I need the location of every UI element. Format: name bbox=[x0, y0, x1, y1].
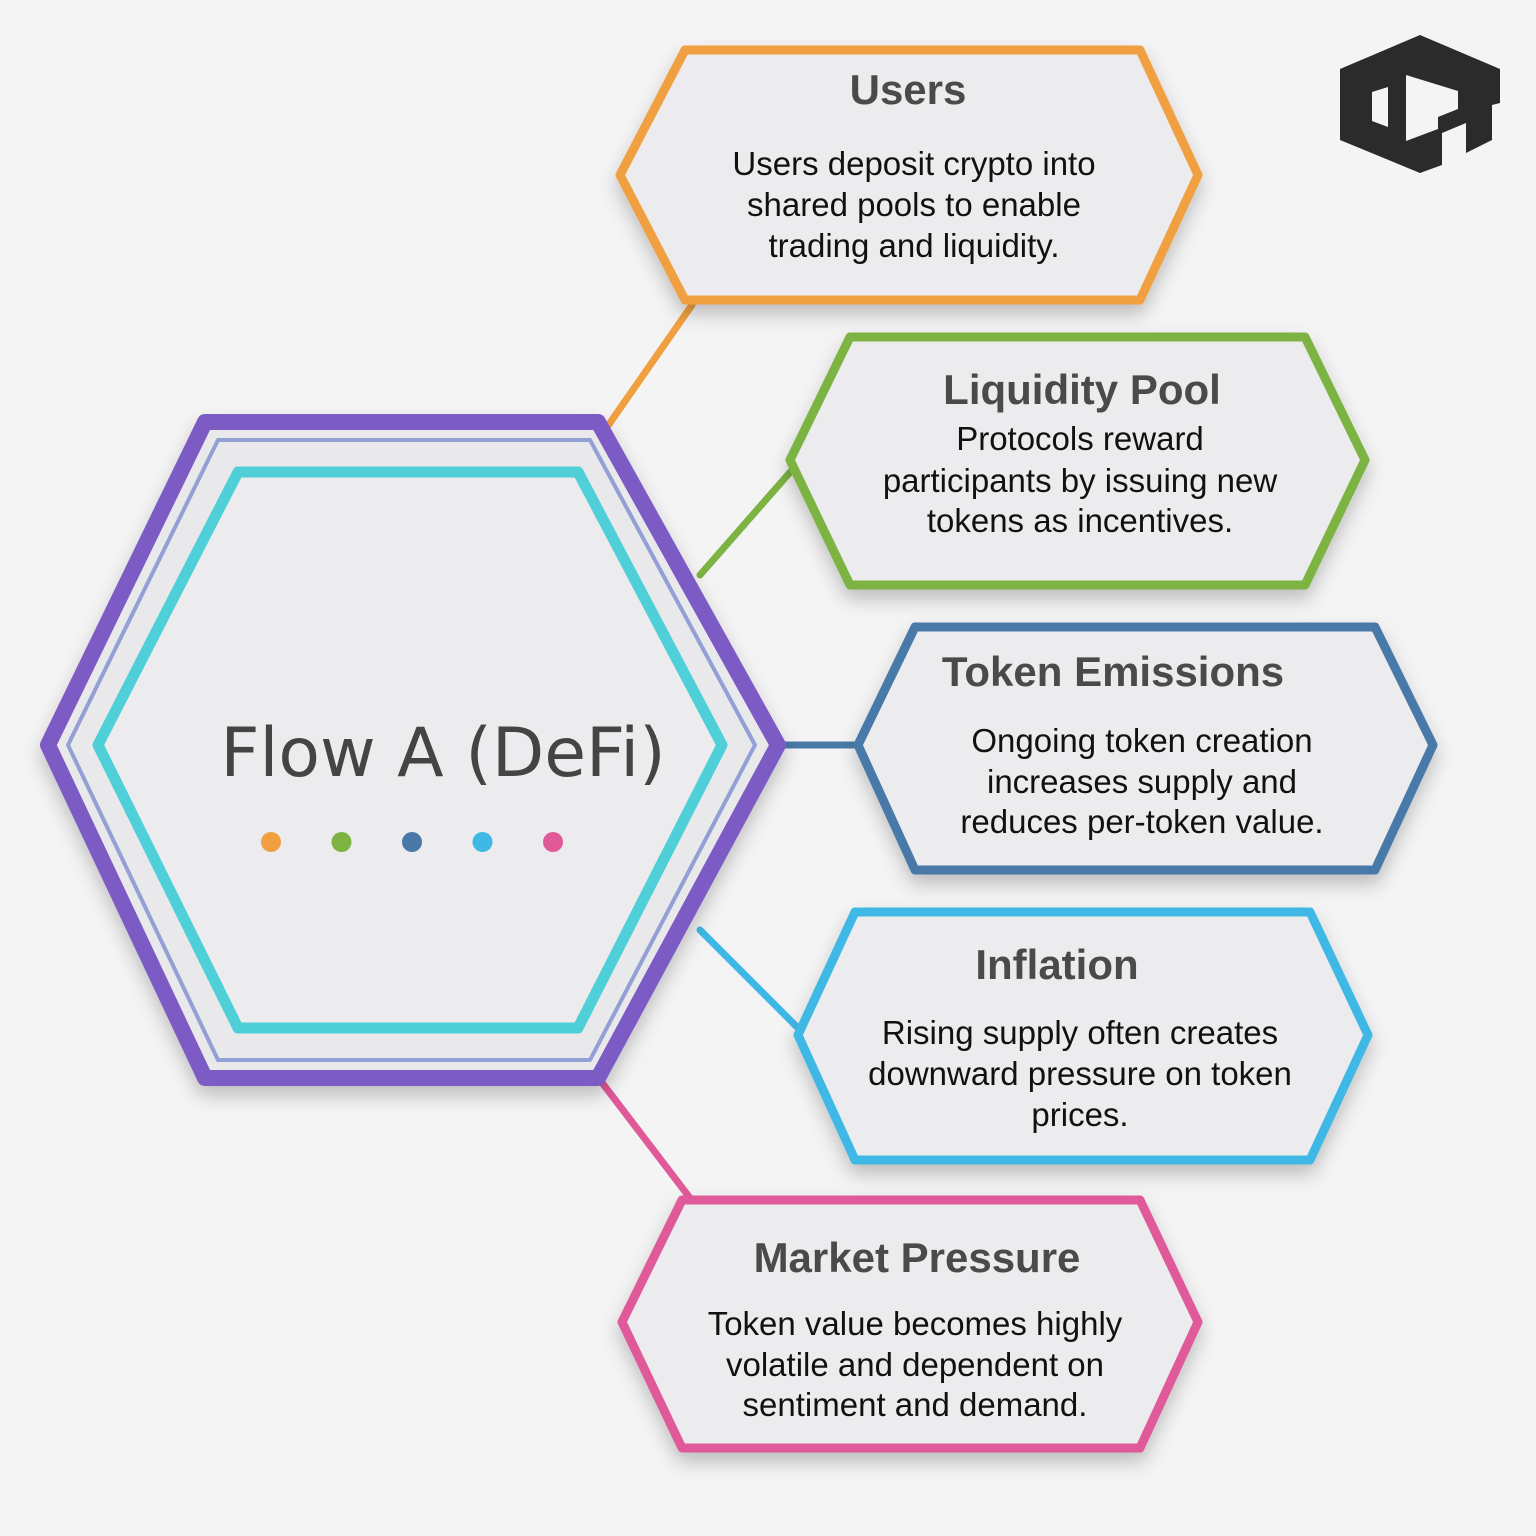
hexagon-frame bbox=[617, 1195, 1203, 1453]
hexagon-logo bbox=[1340, 35, 1500, 173]
node-description-line: reduces per-token value. bbox=[960, 803, 1323, 840]
hexagon-frame bbox=[853, 622, 1438, 875]
node-description-line: Ongoing token creation bbox=[971, 722, 1312, 759]
node-description-line: Rising supply often creates bbox=[882, 1014, 1278, 1051]
connector-inflation bbox=[696, 926, 804, 1034]
color-dot bbox=[472, 832, 493, 852]
node-description-line: shared pools to enable bbox=[747, 186, 1081, 223]
node-description-line: downward pressure on token bbox=[868, 1055, 1292, 1092]
node-description-line: prices. bbox=[1031, 1096, 1128, 1133]
node-title: Token Emissions bbox=[942, 648, 1284, 695]
center-title: Flow A (DeFi) bbox=[220, 714, 665, 793]
node-description-line: increases supply and bbox=[987, 763, 1297, 800]
node-description-line: trading and liquidity. bbox=[768, 227, 1059, 264]
color-dot bbox=[402, 832, 422, 852]
node-description-line: participants by issuing new bbox=[883, 462, 1278, 499]
color-dot bbox=[543, 832, 563, 852]
hexagon-frame bbox=[615, 45, 1203, 305]
node-description-line: Protocols reward bbox=[956, 420, 1204, 457]
node-title: Liquidity Pool bbox=[943, 366, 1221, 413]
node-description-line: Users deposit crypto into bbox=[732, 145, 1095, 182]
node-title: Inflation bbox=[975, 941, 1138, 988]
node-title: Market Pressure bbox=[754, 1234, 1081, 1281]
color-dots bbox=[261, 832, 563, 852]
node-description-line: sentiment and demand. bbox=[743, 1386, 1088, 1423]
center-hexagon bbox=[40, 414, 786, 1086]
connector-market-pressure bbox=[596, 1076, 694, 1202]
color-dot bbox=[261, 832, 281, 852]
node-description-line: volatile and dependent on bbox=[726, 1346, 1104, 1383]
connector-liquidity-pool bbox=[696, 466, 796, 579]
connector-users bbox=[601, 301, 696, 434]
node-title: Users bbox=[850, 66, 967, 113]
hexagon-frame bbox=[793, 907, 1373, 1165]
node-description-line: tokens as incentives. bbox=[927, 502, 1233, 539]
node-description-line: Token value becomes highly bbox=[708, 1305, 1123, 1342]
hexagon-frame bbox=[785, 332, 1370, 590]
color-dot bbox=[331, 832, 352, 852]
